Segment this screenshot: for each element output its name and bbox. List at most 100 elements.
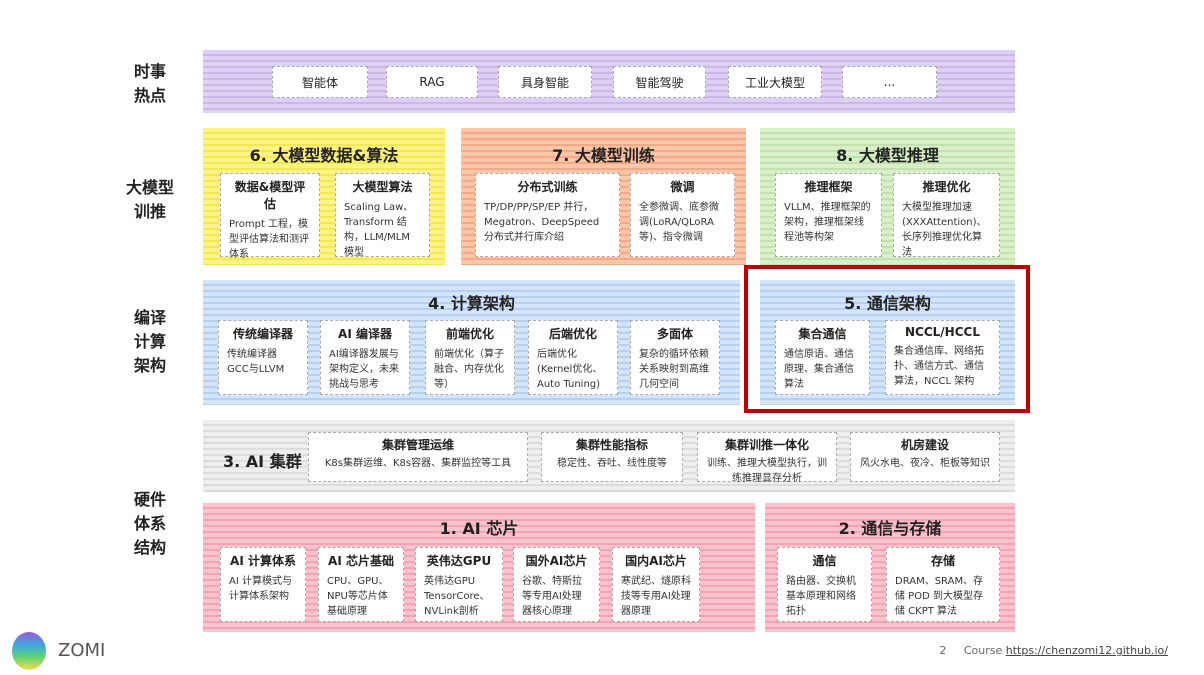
topic-card: 存储 DRAM、SRAM、存储 POD 到大模型存储 CKPT 算法 (886, 547, 1000, 622)
panel-title: 5. 通信架构 (844, 294, 931, 313)
card-body: Scaling Law、Transform 结构，LLM/MLM 模型 (344, 202, 414, 258)
card-title: 英伟达GPU (426, 554, 492, 568)
card-title: 集群训推一体化 (724, 438, 809, 452)
card-body: AI 计算模式与计算体系架构 (229, 576, 292, 602)
card-body: 寒武纪、燧原科技等专用AI处理器原理 (621, 576, 691, 617)
card-body: 训练、推理大模型执行，训练推理显存分析 (707, 458, 827, 484)
topic-card: 集合通信通信原语、通信原理、集合通信算法 (775, 320, 870, 395)
topic-card: 机房建设风火水电、夜冷、柜板等知识 (850, 432, 1000, 482)
topic-card: 传统编译器传统编译器 GCC与LLVM (218, 320, 308, 395)
panel-p2: 2. 通信与存储通信路由器、交换机基本原理和网络拓扑 存储 DRAM、SRAM、存储… (765, 503, 1015, 632)
card-body: K8s集群运维、K8s容器、集群监控等工具 (324, 458, 512, 469)
row-label-line: 计算 (133, 332, 166, 351)
row-label-line: 编译 (133, 308, 166, 327)
row-label-line: 结构 (133, 538, 166, 557)
hot-topic-chip: RAG (386, 66, 478, 98)
card-body: 英伟达GPU TensorCore、NVLink剖析 (424, 576, 490, 617)
highlight-frame (744, 265, 1030, 413)
topic-card: 微调全参微调、底参微调(LoRA/QLoRA等)、指令微调 (630, 173, 735, 257)
panel-title: 3. AI 集群 (223, 452, 302, 471)
course-link[interactable]: https://chenzomi12.github.io/ (1005, 644, 1168, 657)
card-title: 推理框架 (804, 180, 853, 194)
card-title: 国外AI芯片 (525, 554, 588, 568)
hot-topic-chip: 工业大模型 (728, 66, 822, 98)
topic-card: NCCL/HCCL 集合通信库、网络拓扑、通信方式、通信算法，NCCL 架构 (885, 320, 1000, 395)
row-label-line: 时事 (133, 62, 166, 81)
row-label-line: 训推 (133, 202, 166, 221)
row-label-line: 硬件 (133, 490, 166, 509)
card-body: 集合通信库、网络拓扑、通信方式、通信算法，NCCL 架构 (894, 346, 984, 387)
hot-topic-chip: 智能体 (272, 66, 368, 98)
panel-title: 7. 大模型训练 (552, 146, 655, 165)
card-title: 存储 (930, 554, 955, 568)
zomi-logo-icon (12, 632, 46, 670)
topic-card: 多面体复杂的循环依赖关系映射到高维几何空间 (630, 320, 720, 395)
card-body: 后端优化(Kernel优化、Auto Tuning) (537, 349, 603, 390)
card-body: 传统编译器 GCC与LLVM (227, 349, 285, 375)
panel-title: 6. 大模型数据&算法 (249, 146, 399, 165)
hot-topic-chip: ... (842, 66, 937, 98)
panel-title: 8. 大模型推理 (836, 146, 939, 165)
card-body: 稳定性、吞吐、线性度等 (557, 458, 667, 469)
card-body: 路由器、交换机基本原理和网络拓扑 (786, 576, 856, 617)
topic-card: 通信路由器、交换机基本原理和网络拓扑 (777, 547, 872, 622)
topic-card: 前端优化前端优化（算子融合、内存优化等） (425, 320, 515, 395)
topic-card: 推理框架 VLLM、推理框架的架构，推理框架线程池等构架 (775, 173, 882, 257)
card-title: 微调 (670, 180, 695, 194)
card-title: 分布式训练 (517, 180, 578, 194)
row-label-hardware: 硬件体系结构 (120, 488, 180, 560)
card-body: 全参微调、底参微调(LoRA/QLoRA等)、指令微调 (639, 202, 719, 243)
card-body: 风火水电、夜冷、柜板等知识 (860, 458, 990, 469)
card-body: 前端优化（算子融合、内存优化等） (434, 349, 504, 390)
card-title: AI 编译器 (338, 327, 392, 341)
card-title: 通信 (812, 554, 837, 568)
card-title: 集群管理运维 (381, 438, 454, 452)
topic-card: 后端优化后端优化(Kernel优化、Auto Tuning) (528, 320, 618, 395)
card-title: AI 芯片基础 (328, 554, 394, 568)
course-label: Course (963, 644, 1003, 657)
panel-title: 2. 通信与存储 (838, 519, 942, 538)
card-body: VLLM、推理框架的架构，推理框架线程池等构架 (784, 202, 871, 243)
card-body: 复杂的循环依赖关系映射到高维几何空间 (639, 349, 709, 390)
card-body: 大模型推理加速(XXXAttention)、长序列推理优化算法 (902, 202, 987, 258)
panel-title: 1. AI 芯片 (439, 519, 519, 538)
card-title: 数据&模型评估 (234, 180, 306, 211)
panel-p7: 7. 大模型训练分布式训练 TP/DP/PP/SP/EP 并行，Megatron、… (461, 128, 746, 265)
card-title: 机房建设 (900, 438, 949, 452)
hot-topic-chip: 智能驾驶 (613, 66, 706, 98)
panel-p3: 3. AI 集群 集群管理运维 K8s集群运维、K8s容器、集群监控等工具 集群性能指… (203, 420, 1015, 492)
card-body: DRAM、SRAM、存储 POD 到大模型存储 CKPT 算法 (895, 576, 984, 617)
hot-topic-chip: 具身智能 (498, 66, 592, 98)
row-label-hot-topics: 时事热点 (120, 60, 180, 108)
row-label-compile: 编译计算架构 (120, 306, 180, 378)
topic-card: 集群训推一体化训练、推理大模型执行，训练推理显存分析 (697, 432, 837, 484)
row-label-line: 热点 (133, 86, 166, 105)
panel-title: 4. 计算架构 (428, 294, 515, 313)
panel-p5: 5. 通信架构集合通信通信原语、通信原理、集合通信算法 NCCL/HCCL 集合通信… (760, 280, 1015, 405)
row-label-line: 架构 (133, 356, 166, 375)
topic-card: 国内AI芯片寒武纪、燧原科技等专用AI处理器原理 (612, 547, 700, 622)
card-title: 国内AI芯片 (625, 554, 687, 568)
topic-card: 集群管理运维 K8s集群运维、K8s容器、集群监控等工具 (308, 432, 528, 482)
card-body: 谷歌、特斯拉等专用AI处理器核心原理 (522, 576, 582, 617)
topic-card: 英伟达GPU 英伟达GPU TensorCore、NVLink剖析 (415, 547, 503, 622)
topic-card: 分布式训练 TP/DP/PP/SP/EP 并行，Megatron、DeepSpee… (475, 173, 620, 257)
card-title: 后端优化 (548, 327, 597, 341)
card-body: 通信原语、通信原理、集合通信算法 (784, 349, 854, 390)
topic-card: 国外AI芯片谷歌、特斯拉等专用AI处理器核心原理 (513, 547, 600, 622)
topic-card: 大模型算法 Scaling Law、Transform 结构，LLM/MLM 模型 (335, 173, 430, 258)
row-label-line: 体系 (133, 514, 166, 533)
topic-card: 推理优化大模型推理加速(XXXAttention)、长序列推理优化算法 (893, 173, 1000, 258)
card-title: 传统编译器 (232, 327, 293, 341)
card-title: NCCL/HCCL (905, 325, 980, 339)
topic-card: 集群性能指标稳定性、吞吐、线性度等 (541, 432, 683, 482)
card-title: 大模型算法 (352, 180, 413, 194)
card-body: TP/DP/PP/SP/EP 并行，Megatron、DeepSpeed 分布式… (484, 202, 600, 243)
logo-text: ZOMI (58, 640, 106, 661)
panel-p8: 8. 大模型推理推理框架 VLLM、推理框架的架构，推理框架线程池等构架推理优化大… (760, 128, 1015, 265)
